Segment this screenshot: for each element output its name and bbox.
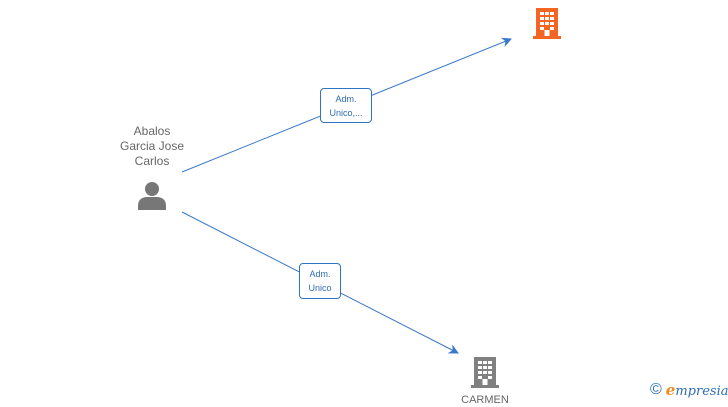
building-icon[interactable] [470, 355, 500, 394]
building-icon[interactable] [532, 6, 562, 45]
edge-label-top[interactable]: Adm. Unico,... [320, 88, 372, 123]
company-name[interactable]: CARMEN [461, 394, 509, 406]
person-name-line: Abalos [133, 124, 171, 138]
person-name[interactable]: Abalos Garcia Jose Carlos [102, 124, 202, 169]
watermark: © empresia [650, 380, 728, 400]
edge-label-bottom[interactable]: Adm. Unico [299, 263, 341, 299]
brand-rest: mpresia [675, 384, 728, 399]
brand-initial: e [665, 381, 676, 399]
person-name-line: Garcia Jose [119, 139, 185, 153]
copyright-icon: © [650, 381, 662, 398]
person-icon[interactable] [137, 180, 167, 215]
person-name-line: Carlos [134, 154, 170, 168]
brand-logo: empresia [666, 381, 728, 399]
edge-label-line: Adm. [309, 269, 331, 279]
edge-label-line: Adm. [335, 94, 357, 104]
edge-label-line: Unico,... [329, 108, 363, 118]
edge-label-line: Unico [308, 283, 332, 293]
